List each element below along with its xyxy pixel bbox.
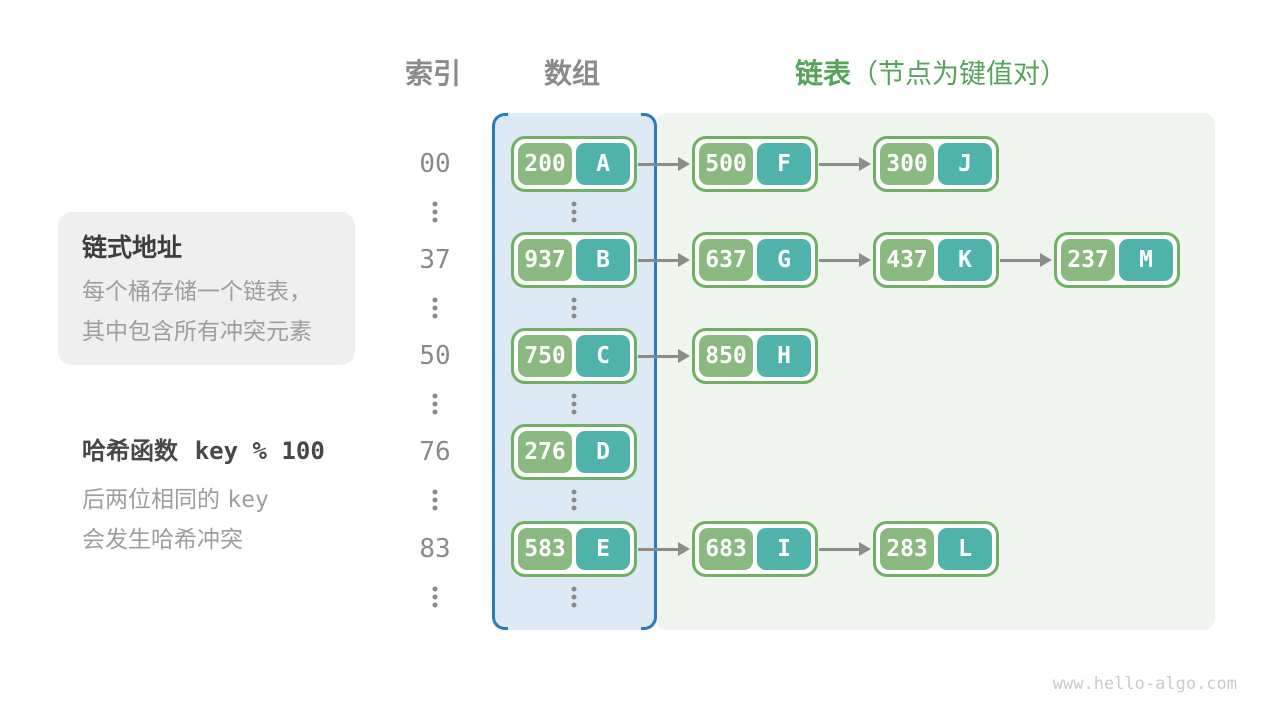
ellipsis-dots-icon <box>571 489 577 511</box>
chaining-note-line1: 每个桶存储一个链表， <box>82 279 312 305</box>
node-value: F <box>757 143 811 185</box>
node-value: L <box>938 528 992 570</box>
hash-fn-body: 后两位相同的 key 会发生哈希冲突 <box>82 480 325 560</box>
node-key: 283 <box>880 528 934 570</box>
node-value: C <box>576 335 630 377</box>
node-key: 276 <box>518 431 572 473</box>
watermark: www.hello-algo.com <box>1052 674 1237 694</box>
ellipsis-dots-icon <box>432 489 438 511</box>
node-key: 200 <box>518 143 572 185</box>
ellipsis-dots-icon <box>432 393 438 415</box>
next-pointer-arrow-icon <box>638 156 690 171</box>
bucket-index-label: 76 <box>419 437 451 467</box>
hash-fn-line1-text: 后两位相同的 <box>82 487 220 513</box>
node-key: 500 <box>699 143 753 185</box>
next-pointer-arrow-icon <box>638 541 690 556</box>
list-header-note: （节点为键值对） <box>851 59 1068 90</box>
bucket-index-label: 00 <box>419 149 451 179</box>
next-pointer-arrow-icon <box>819 541 871 556</box>
node-value: E <box>576 528 630 570</box>
list-header-label: 链表 <box>795 57 852 90</box>
ellipsis-dots-icon <box>571 201 577 223</box>
node-value: J <box>938 143 992 185</box>
ellipsis-dots-icon <box>432 201 438 223</box>
node-key: 750 <box>518 335 572 377</box>
node-key: 850 <box>699 335 753 377</box>
node-value: G <box>757 239 811 281</box>
next-pointer-arrow-icon <box>638 252 690 267</box>
node-value: H <box>757 335 811 377</box>
hash-fn-title: 哈希函数 key % 100 <box>82 431 325 466</box>
chaining-note-card: 链式地址 每个桶存储一个链表， 其中包含所有冲突元素 <box>58 212 355 365</box>
node-key: 583 <box>518 528 572 570</box>
node-value: K <box>938 239 992 281</box>
chaining-note-title: 链式地址 <box>82 233 183 262</box>
next-pointer-arrow-icon <box>819 156 871 171</box>
node-key: 683 <box>699 528 753 570</box>
next-pointer-arrow-icon <box>638 348 690 363</box>
hash-fn-formula: key % 100 <box>194 437 325 465</box>
ellipsis-dots-icon <box>571 586 577 608</box>
node-key: 437 <box>880 239 934 281</box>
array-column-header: 数组 <box>543 57 600 90</box>
hash-fn-line1: 后两位相同的 key <box>82 480 325 520</box>
ellipsis-dots-icon <box>432 297 438 319</box>
chaining-note-body: 每个桶存储一个链表， 其中包含所有冲突元素 <box>82 272 312 352</box>
bucket-index-label: 50 <box>419 341 451 371</box>
node-key: 637 <box>699 239 753 281</box>
index-column-header: 索引 <box>404 57 461 90</box>
ellipsis-dots-icon <box>571 393 577 415</box>
node-value: M <box>1119 239 1173 281</box>
node-value: I <box>757 528 811 570</box>
node-key: 300 <box>880 143 934 185</box>
node-value: B <box>576 239 630 281</box>
node-key: 937 <box>518 239 572 281</box>
hash-fn-line1-code: key <box>227 487 269 513</box>
next-pointer-arrow-icon <box>819 252 871 267</box>
node-value: A <box>576 143 630 185</box>
bucket-index-label: 37 <box>419 245 451 275</box>
chaining-note-line2: 其中包含所有冲突元素 <box>82 319 312 345</box>
node-value: D <box>576 431 630 473</box>
list-column-header: 链表（节点为键值对） <box>795 52 1215 92</box>
hash-fn-label: 哈希函数 <box>82 437 178 465</box>
hash-fn-note: 哈希函数 key % 100 后两位相同的 key 会发生哈希冲突 <box>82 431 325 560</box>
next-pointer-arrow-icon <box>1000 252 1052 267</box>
ellipsis-dots-icon <box>432 586 438 608</box>
node-key: 237 <box>1061 239 1115 281</box>
hash-fn-line2: 会发生哈希冲突 <box>82 527 243 553</box>
bucket-index-label: 83 <box>419 534 451 564</box>
ellipsis-dots-icon <box>571 297 577 319</box>
